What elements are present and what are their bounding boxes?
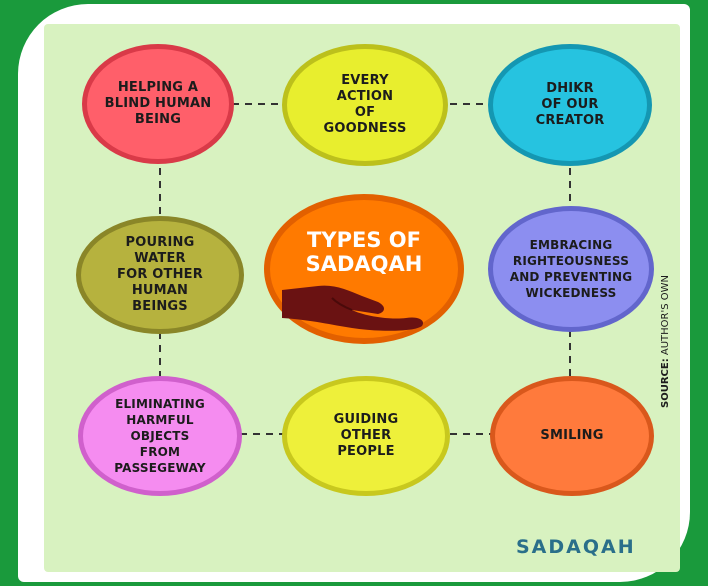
- center-title: TYPES OF SADAQAH: [305, 228, 423, 276]
- source-credit: SOURCE: AUTHOR'S OWN: [660, 275, 671, 408]
- circle-smiling: SMILING: [490, 376, 654, 496]
- circle-label: POURING WATER FOR OTHER HUMAN BEINGS: [117, 235, 203, 314]
- circle-embracing-righteousness: EMBRACING RIGHTEOUSNESS AND PREVENTING W…: [488, 206, 654, 332]
- circle-dhikr: DHIKR OF OUR CREATOR: [488, 44, 652, 166]
- center-circle: TYPES OF SADAQAH: [264, 194, 464, 344]
- circle-label: EVERY ACTION OF GOODNESS: [323, 73, 407, 136]
- circle-label: GUIDING OTHER PEOPLE: [333, 412, 399, 459]
- circle-label: HELPING A BLIND HUMAN BEING: [104, 80, 212, 127]
- open-hand-icon: [282, 285, 424, 331]
- circle-label: ELIMINATING HARMFUL OBJECTS FROM PASSEGE…: [114, 397, 206, 475]
- circle-guiding-people: GUIDING OTHER PEOPLE: [282, 376, 450, 496]
- circle-label: DHIKR OF OUR CREATOR: [535, 81, 605, 128]
- circle-label: EMBRACING RIGHTEOUSNESS AND PREVENTING W…: [509, 238, 633, 300]
- circle-label: SMILING: [540, 428, 604, 443]
- circle-every-action: EVERY ACTION OF GOODNESS: [282, 44, 448, 166]
- circle-pouring-water: POURING WATER FOR OTHER HUMAN BEINGS: [76, 216, 244, 334]
- circle-helping-blind: HELPING A BLIND HUMAN BEING: [82, 44, 234, 164]
- source-prefix: SOURCE:: [660, 358, 671, 408]
- circle-eliminating-harmful: ELIMINATING HARMFUL OBJECTS FROM PASSEGE…: [78, 376, 242, 496]
- sadaqah-logo: SADAQAH: [516, 536, 636, 558]
- source-text: AUTHOR'S OWN: [660, 274, 671, 356]
